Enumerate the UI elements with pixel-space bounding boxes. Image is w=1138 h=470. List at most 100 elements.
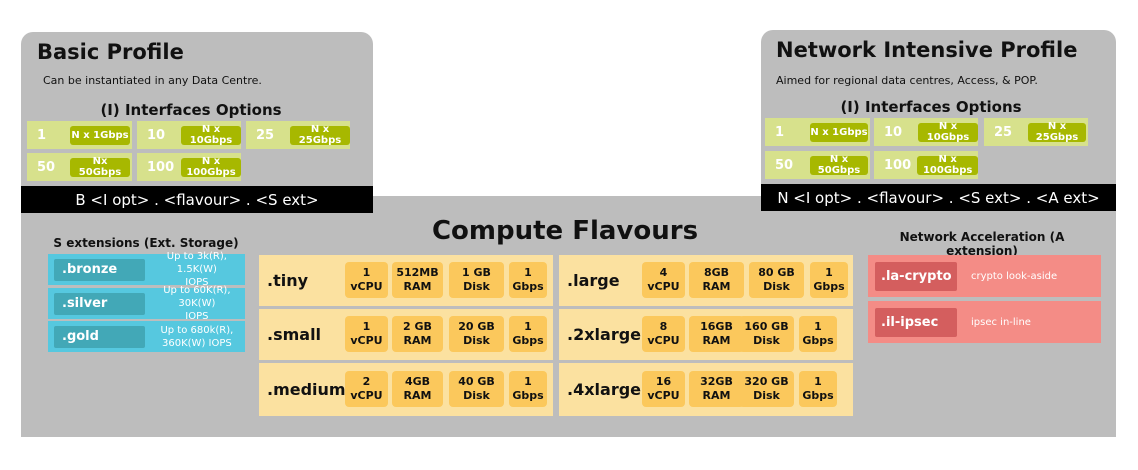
spec-value: 2 GB <box>403 320 432 334</box>
network-option-100[interactable]: 100 N x 100Gbps <box>874 151 978 179</box>
network-profile-subtitle: Aimed for regional data centres, Access,… <box>776 74 1038 87</box>
spec-value: 8GB <box>703 266 730 280</box>
flavour-name: .medium <box>267 380 346 399</box>
spec-unit: RAM <box>702 334 731 347</box>
option-number: 10 <box>884 124 903 140</box>
spec-value: 320 GB <box>744 375 789 389</box>
option-label: Nx 50Gbps <box>70 156 130 178</box>
storage-name: .silver <box>54 292 145 315</box>
option-number: 25 <box>994 124 1013 140</box>
option-label: N x 1Gbps <box>70 125 130 145</box>
option-label: N x 25Gbps <box>290 124 350 146</box>
network-option-1[interactable]: 1 N x 1Gbps <box>765 118 870 146</box>
network-option-25[interactable]: 25 N x 25Gbps <box>984 118 1088 146</box>
option-label: N x 10Gbps <box>918 121 978 143</box>
compute-flavours-title: Compute Flavours <box>431 216 699 246</box>
basic-option-100[interactable]: 100 N x 100Gbps <box>137 153 241 181</box>
spec-value: 160 GB <box>744 320 789 334</box>
storage-desc: Up to 680k(R), 360K(W) IOPS <box>149 324 245 350</box>
option-number: 50 <box>37 159 56 175</box>
spec-value: 4 <box>659 266 668 280</box>
spec-unit: vCPU <box>350 334 383 347</box>
basic-option-1[interactable]: 1 N x 1Gbps <box>27 121 132 149</box>
spec-value: 20 GB <box>458 320 495 334</box>
spec-value: 80 GB <box>758 266 795 280</box>
storage-desc-line1: Up to 3k(R), 1.5K(W) <box>166 251 227 275</box>
storage-desc-line1: Up to 680k(R), <box>160 324 234 336</box>
spec-unit: vCPU <box>647 280 680 293</box>
spec-value: 1 <box>524 266 532 280</box>
network-interfaces-title: (I) Interfaces Options <box>840 98 1022 116</box>
option-label: N x 100Gbps <box>181 156 241 178</box>
option-number: 1 <box>775 124 785 140</box>
spec-value: 32GB <box>700 375 733 389</box>
spec-value: 512MB <box>396 266 439 280</box>
spec-value: 1 <box>524 375 532 389</box>
network-option-50[interactable]: 50 N x 50Gbps <box>765 151 870 179</box>
network-profile-title: Network Intensive Profile <box>776 38 1078 62</box>
spec-unit: Disk <box>463 334 490 347</box>
basic-option-25[interactable]: 25 N x 25Gbps <box>246 121 350 149</box>
network-formula-bar: N <I opt> . <flavour> . <S ext> . <A ext… <box>761 184 1116 211</box>
option-number: 100 <box>884 157 912 173</box>
accel-name: .il-ipsec <box>875 307 957 337</box>
spec-unit: RAM <box>403 389 432 402</box>
flavour-name: .4xlarge <box>567 380 642 399</box>
spec-value: 1 <box>814 375 822 389</box>
accel-desc: ipsec in-line <box>971 316 1031 328</box>
storage-row-silver[interactable]: .silver Up to 60K(R), 30K(W) IOPS <box>48 285 245 322</box>
spec-unit: Gbps <box>512 280 544 293</box>
basic-option-50[interactable]: 50 Nx 50Gbps <box>27 153 132 181</box>
basic-formula-bar: B <I opt> . <flavour> . <S ext> <box>21 186 373 213</box>
option-number: 50 <box>775 157 794 173</box>
option-number: 25 <box>256 127 275 143</box>
storage-row-gold[interactable]: .gold Up to 680k(R), 360K(W) IOPS <box>48 321 245 352</box>
flavour-name: .2xlarge <box>567 325 642 344</box>
spec-value: 1 <box>362 266 371 280</box>
option-label: N x 10Gbps <box>181 124 241 146</box>
spec-unit: Disk <box>753 334 780 347</box>
accel-row-il-ipsec[interactable]: .il-ipsec ipsec in-line <box>868 301 1101 343</box>
spec-value: 8 <box>659 320 668 334</box>
storage-desc-line2: 360K(W) IOPS <box>162 337 232 349</box>
spec-value: 1 <box>825 266 833 280</box>
option-label: N x 25Gbps <box>1028 121 1086 143</box>
basic-profile-subtitle: Can be instantiated in any Data Centre. <box>43 74 262 87</box>
spec-unit: RAM <box>403 334 432 347</box>
network-option-10[interactable]: 10 N x 10Gbps <box>874 118 978 146</box>
option-number: 1 <box>37 127 47 143</box>
storage-row-bronze[interactable]: .bronze Up to 3k(R), 1.5K(W) IOPS <box>48 251 245 288</box>
spec-unit: Disk <box>753 389 780 402</box>
accel-row-la-crypto[interactable]: .la-crypto crypto look-aside <box>868 255 1101 297</box>
network-acceleration-title: Network Acceleration (A extension) <box>899 230 1065 258</box>
spec-value: 1 <box>362 320 371 334</box>
basic-option-10[interactable]: 10 N x 10Gbps <box>137 121 241 149</box>
option-number: 100 <box>147 159 175 175</box>
